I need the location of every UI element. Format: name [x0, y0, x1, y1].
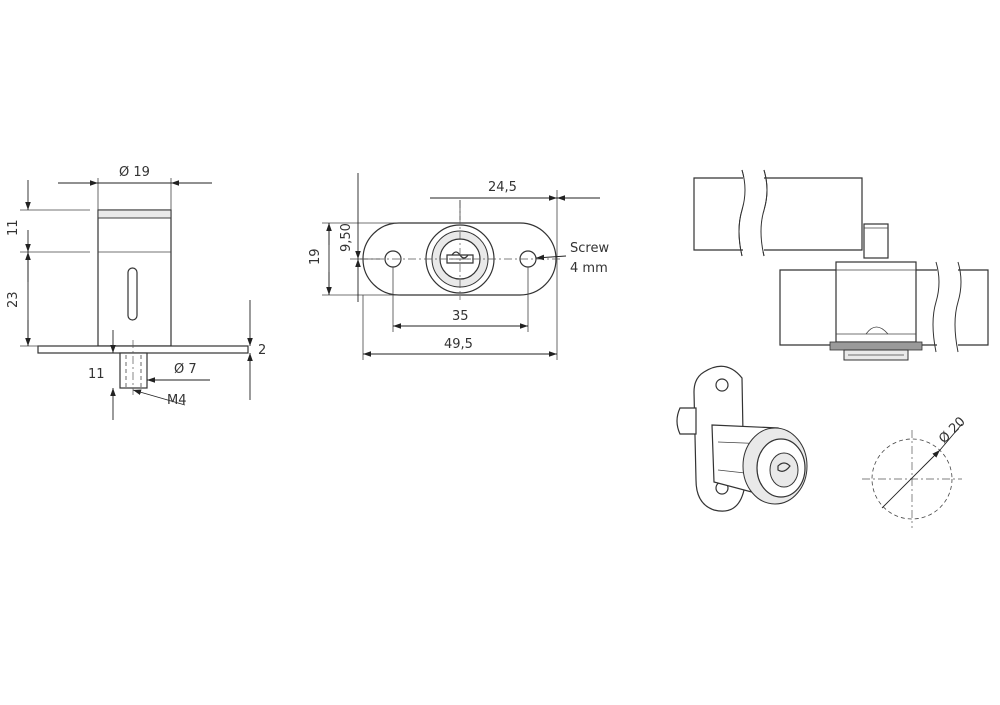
- dim-pin-length: 11: [88, 367, 105, 382]
- dim-height-lower: 23: [6, 291, 21, 308]
- front-view: 24,5 19 9,50 35 49,5 Screw 4 mm: [308, 173, 609, 360]
- dim-half-width: 24,5: [488, 180, 517, 195]
- bolt-pin: [863, 223, 889, 259]
- screw-label-line2: 4 mm: [570, 261, 608, 276]
- upper-panel: [693, 177, 863, 251]
- dim-pin-diameter: Ø 7: [174, 362, 197, 377]
- knurl-band: [97, 209, 172, 219]
- dim-plate-thickness: 2: [258, 343, 266, 358]
- installed-lock-body: [835, 261, 917, 343]
- side-view: Ø 19 11 23 2 11 Ø 7 M4: [6, 165, 266, 420]
- dim-height-upper: 11: [6, 219, 21, 236]
- perspective-keyway: [777, 462, 791, 472]
- pin: [119, 352, 148, 389]
- dim-thread: M4: [167, 393, 187, 408]
- dim-cutout-diameter: Ø 20: [936, 414, 968, 446]
- perspective-view: [676, 365, 808, 512]
- dim-height: 19: [308, 248, 323, 265]
- dim-half-height: 9,50: [339, 223, 354, 252]
- dim-diameter-top: Ø 19: [119, 165, 150, 180]
- installation-view: [693, 169, 989, 361]
- cutout-circle: [871, 438, 953, 520]
- screw-label-line1: Screw: [570, 241, 609, 256]
- dim-hole-spacing: 35: [452, 309, 469, 324]
- dim-total-width: 49,5: [444, 337, 473, 352]
- keyway: [446, 254, 474, 264]
- mounting-plate: [37, 345, 249, 354]
- slot: [127, 267, 138, 321]
- cutout-view: Ø 20: [862, 414, 969, 528]
